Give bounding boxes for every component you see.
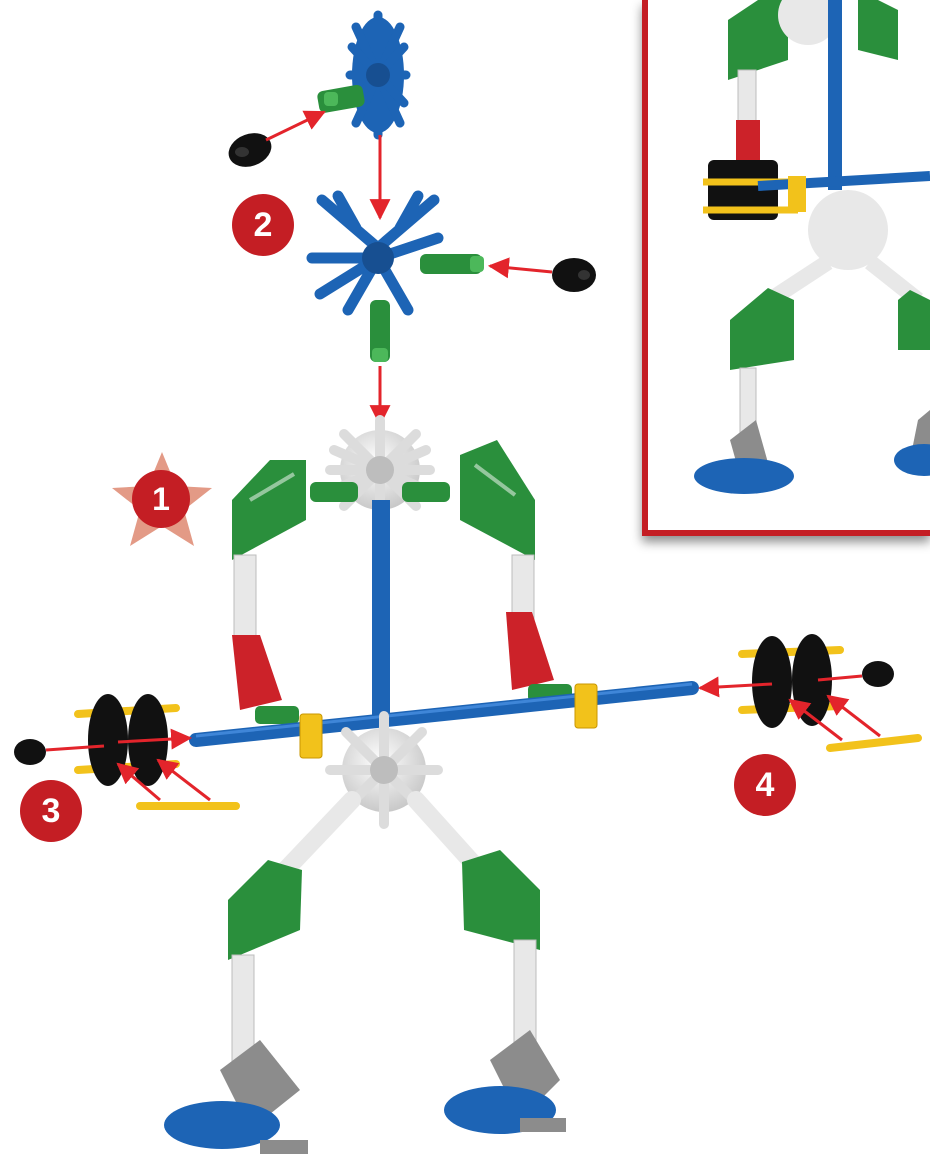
completed-model-preview xyxy=(694,0,930,494)
arrow-cap-to-top-connector xyxy=(265,110,326,142)
completed-model-inset xyxy=(642,0,930,536)
right-wheel-assembly xyxy=(697,634,922,752)
middle-blue-connector xyxy=(306,190,444,316)
black-cap-right-head xyxy=(552,258,596,292)
green-rod-right-head xyxy=(420,254,484,274)
black-cap-top-left xyxy=(228,133,272,167)
step-2-badge: 2 xyxy=(232,194,294,256)
top-blue-connector xyxy=(317,10,411,140)
arrow-cap-to-head-right xyxy=(487,257,553,279)
step-1-badge: 1 xyxy=(132,470,190,528)
left-wheel-assembly xyxy=(14,694,240,810)
green-rod-down-head xyxy=(370,300,390,362)
step-3-badge: 3 xyxy=(20,780,82,842)
step-4-badge: 4 xyxy=(734,754,796,816)
body-assembly xyxy=(164,415,699,1154)
